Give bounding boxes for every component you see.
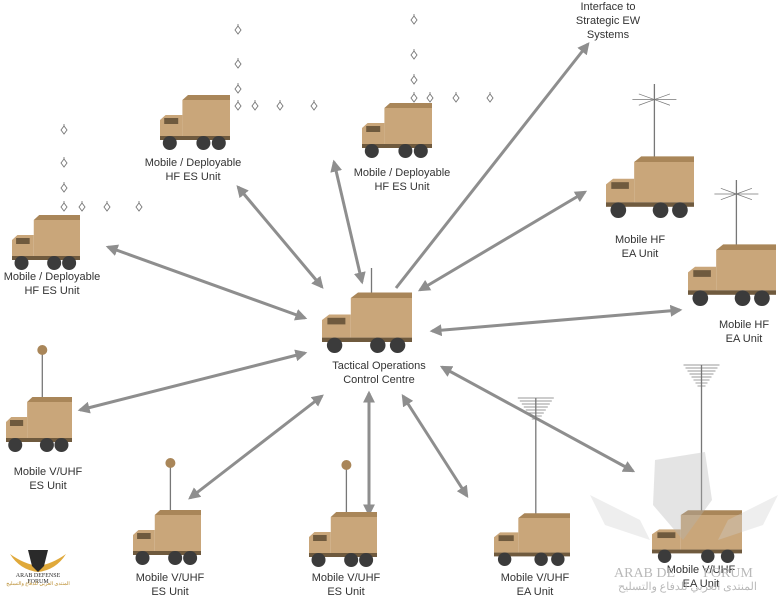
vehicle-hf-ea-lower	[688, 180, 776, 306]
antenna-field-left-column	[60, 123, 68, 212]
antenna-field-upper-mid-row	[426, 91, 494, 103]
arrow-to-hf-ea-upper	[417, 190, 588, 292]
vehicle-vuhf-es-bottom-mid	[309, 460, 377, 567]
vehicle-hf-es-upper-left	[160, 95, 230, 150]
antenna-field-upper-mid-column	[410, 13, 418, 103]
arrow-to-hf-es-left	[105, 244, 308, 321]
vehicle-center	[322, 268, 412, 353]
watermark-site-name: ARAB DE FORUM	[614, 566, 753, 581]
arrow-to-hf-es-upper-mid	[330, 159, 366, 285]
corner-logo-text: ARAB DEFENSE FORUM	[15, 573, 61, 585]
arrow-to-hf-ea-lower	[429, 304, 683, 337]
corner-logo: ARAB DEFENSE FORUM المنتدى العربي للدفاع…	[6, 546, 70, 594]
corner-logo-icon	[10, 550, 66, 572]
connection-arrows	[77, 42, 683, 517]
arrow-to-vuhf-es-bottom-left	[188, 394, 324, 500]
antenna-field-left-row	[78, 200, 143, 212]
vehicle-hf-es-left	[12, 215, 80, 270]
arrow-to-vuhf-es-left	[77, 349, 308, 414]
watermark-logo	[590, 452, 778, 540]
arrow-to-vuhf-ea-bottom	[401, 393, 469, 499]
vehicle-vuhf-ea-bottom	[494, 397, 570, 566]
corner-logo-arabic: المنتدى العربي للدفاع والتسليح	[6, 581, 70, 587]
watermark-arabic: المنتدى العربي للدفاع والتسليح	[618, 581, 757, 593]
antenna-field-upper-left-row	[251, 99, 318, 111]
vehicle-vuhf-ea-right	[652, 364, 742, 563]
vehicles	[6, 84, 776, 567]
vehicle-hf-ea-upper	[606, 84, 694, 218]
vehicle-vuhf-es-bottom-left	[133, 458, 201, 565]
antenna-field-upper-left-column	[234, 23, 242, 111]
vehicle-hf-es-upper-mid	[362, 103, 432, 158]
arrow-to-hf-es-upper-left	[236, 185, 324, 289]
vehicle-vuhf-es-left	[6, 345, 72, 452]
